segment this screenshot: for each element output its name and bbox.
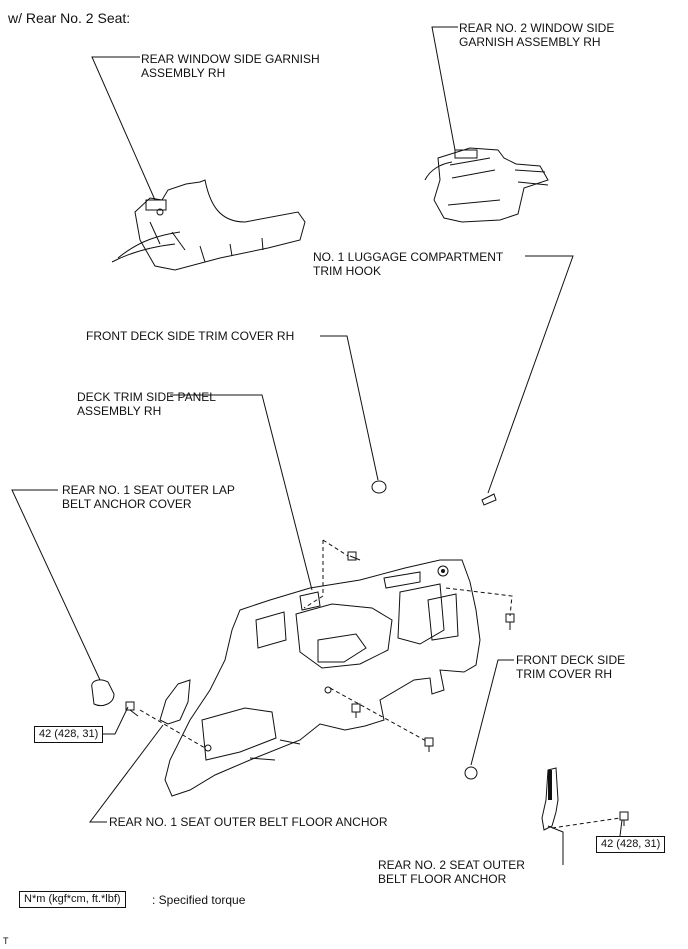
no2-belt-floor-anchor-shape xyxy=(541,767,559,831)
dashed-line-top-bolt xyxy=(303,540,324,609)
bolt-lower xyxy=(424,737,434,752)
page-title: w/ Rear No. 2 Seat: xyxy=(8,10,131,26)
rear-no2-window-garnish-shape xyxy=(433,147,549,223)
front-deck-cover-top-shape xyxy=(371,480,387,494)
label-no1-luggage-trim-hook: NO. 1 LUGGAGE COMPARTMENT TRIM HOOK xyxy=(313,250,504,278)
deck-trim-side-panel-shape xyxy=(164,559,481,797)
luggage-trim-hook-shape xyxy=(481,493,497,506)
dashed-line-right-belt xyxy=(551,817,621,829)
leader-front-deck-cover-right xyxy=(470,659,514,766)
dashed-line-right-bolt xyxy=(445,587,513,617)
lap-belt-anchor-cover-shape xyxy=(91,679,115,707)
dashed-line-left-belt xyxy=(139,709,206,749)
label-no2-belt-floor-anchor: REAR NO. 2 SEAT OUTER BELT FLOOR ANCHOR xyxy=(378,858,525,886)
bolt-right xyxy=(505,613,515,630)
bolt-mid xyxy=(351,703,361,718)
footer-mark: T xyxy=(3,936,9,946)
leader-lap-belt-cover xyxy=(11,489,101,681)
leader-rear-no2-window-garnish xyxy=(431,26,458,151)
front-deck-cover-right-shape xyxy=(464,766,478,780)
legend-unit-box: N*m (kgf*cm, ft.*lbf) xyxy=(19,891,126,908)
label-front-deck-cover-right: FRONT DECK SIDE TRIM COVER RH xyxy=(516,653,626,681)
rear-window-side-garnish-shape xyxy=(134,179,306,271)
leader-rear-window-side-garnish xyxy=(91,56,156,201)
label-lap-belt-anchor-cover: REAR NO. 1 SEAT OUTER LAP BELT ANCHOR CO… xyxy=(62,483,235,511)
label-rear-window-side-garnish: REAR WINDOW SIDE GARNISH ASSEMBLY RH xyxy=(141,52,320,80)
leader-no1-belt-floor-anchor xyxy=(88,724,164,823)
bolt-right-belt xyxy=(619,811,629,826)
leader-deck-trim-panel xyxy=(170,394,313,591)
label-rear-no2-window-side-garnish: REAR NO. 2 WINDOW SIDE GARNISH ASSEMBLY … xyxy=(459,21,615,49)
leader-front-deck-cover-top xyxy=(320,335,379,481)
torque-box-right: 42 (428, 31) xyxy=(596,836,666,853)
leader-torque-left xyxy=(100,706,129,735)
bolt-left xyxy=(125,701,139,717)
no1-belt-floor-anchor-shape xyxy=(159,679,191,725)
label-front-deck-cover-top: FRONT DECK SIDE TRIM COVER RH xyxy=(86,329,295,343)
leader-torque-right xyxy=(619,819,623,837)
torque-box-left: 42 (428, 31) xyxy=(34,726,104,743)
bolt-top xyxy=(347,551,361,561)
dashed-line-top-bolt-2 xyxy=(322,539,349,557)
dashed-line-mid-bolt xyxy=(329,687,429,743)
leader-no2-belt-floor-anchor xyxy=(547,825,564,865)
label-no1-belt-floor-anchor: REAR NO. 1 SEAT OUTER BELT FLOOR ANCHOR xyxy=(109,815,388,829)
leader-luggage-trim-hook xyxy=(487,255,574,494)
label-deck-trim-side-panel: DECK TRIM SIDE PANEL ASSEMBLY RH xyxy=(77,390,216,418)
legend-description: : Specified torque xyxy=(152,893,246,907)
